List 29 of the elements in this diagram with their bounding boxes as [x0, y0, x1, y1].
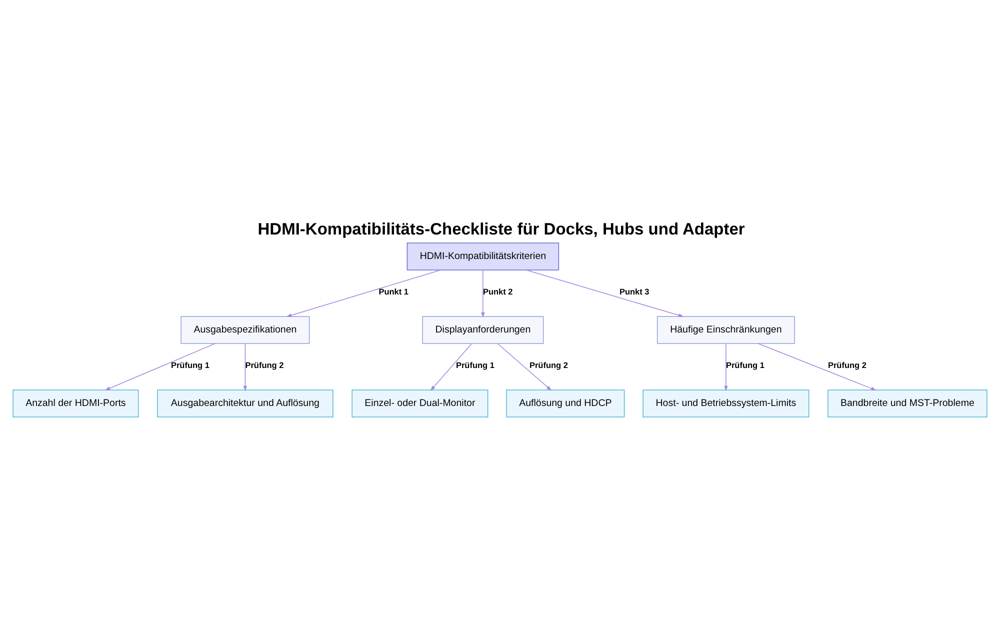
edge-label: Prüfung 2	[245, 360, 284, 370]
arrow	[724, 342, 728, 391]
node-box: Ausgabespezifikationen	[180, 316, 310, 344]
arrow	[286, 269, 442, 317]
arrow	[481, 269, 485, 318]
edge-label: Punkt 1	[378, 287, 408, 296]
arrow	[243, 342, 248, 391]
diagram-title: HDMI-Kompatibilitäts-Checkliste für Docks, Hubs und Adapter	[258, 220, 745, 238]
node-box: Einzel- oder Dual-Monitor	[352, 389, 488, 417]
arrow	[758, 342, 876, 390]
node-box: HDMI-Kompatibilitätskriterien	[406, 242, 560, 270]
node-box: Displayanforderungen	[422, 316, 544, 344]
node-box: Host- und Betriebssystem-Limits	[642, 389, 810, 417]
node-box: Ausgabearchitektur und Auflösung	[157, 389, 334, 417]
node-box: Auflösung und HDCP	[506, 389, 625, 417]
edge-label: Prüfung 1	[726, 360, 764, 370]
arrow	[430, 342, 472, 390]
arrow	[526, 269, 684, 317]
edge-label: Punkt 3	[619, 287, 650, 296]
arrow	[104, 342, 216, 390]
node-box: Häufige Einschränkungen	[656, 316, 795, 344]
node-box: Anzahl der HDMI-Ports	[12, 389, 139, 417]
node-box: Bandbreite und MST-Probleme	[828, 389, 988, 417]
arrow	[497, 342, 552, 390]
edge-label: Prüfung 2	[529, 360, 568, 370]
edge-label: Prüfung 2	[828, 360, 866, 370]
edge-label: Punkt 2	[482, 287, 513, 296]
edge-label: Prüfung 1	[170, 360, 210, 370]
edge-label: Prüfung 1	[456, 360, 494, 370]
